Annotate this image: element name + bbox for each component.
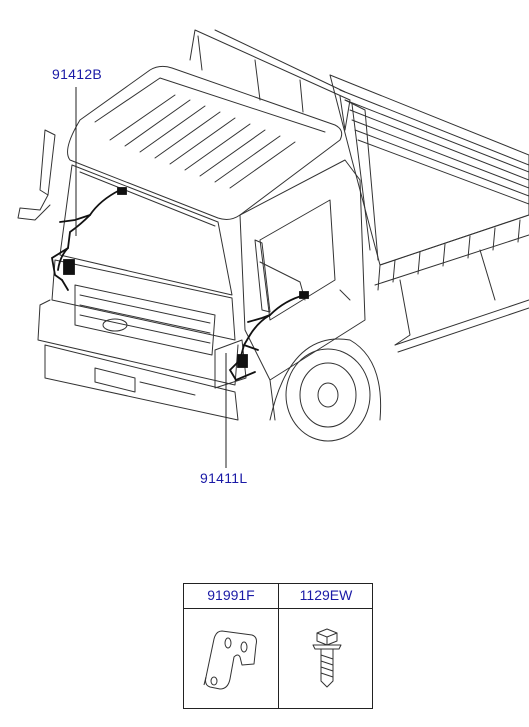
callout-label-91411L: 91411L (200, 470, 248, 486)
bracket-icon (203, 630, 257, 690)
front-fascia (37, 259, 247, 421)
cab-door (239, 159, 366, 421)
cab-roof (67, 65, 343, 220)
callout-label-91412B: 91412B (52, 66, 103, 82)
cab-guard (189, 29, 379, 261)
bolt-icon (312, 628, 342, 688)
table-column-divider (278, 584, 279, 708)
bolt-cell (279, 609, 373, 709)
cargo-bed (329, 74, 529, 353)
table-header-divider (184, 608, 372, 609)
harness-91412B (51, 187, 127, 291)
part-number-91991F: 91991F (207, 587, 255, 603)
part-number-1129EW: 1129EW (299, 587, 353, 603)
front-wheel (269, 338, 382, 442)
windshield (59, 164, 233, 296)
bracket-cell (184, 609, 278, 709)
harness-91411L (228, 291, 309, 382)
parts-table: 91991F 1129EW (183, 583, 373, 709)
